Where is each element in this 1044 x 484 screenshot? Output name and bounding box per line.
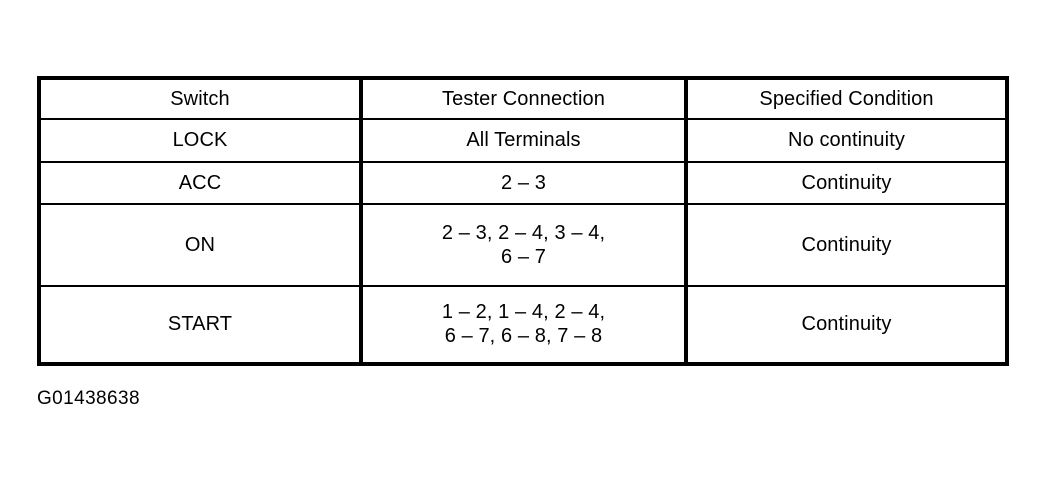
cell-tester-on: 2 – 3, 2 – 4, 3 – 4, 6 – 7	[359, 203, 688, 287]
cell-tester-acc: 2 – 3	[359, 160, 688, 206]
cell-condition-acc: Continuity	[684, 160, 1007, 206]
column-header-tester-connection: Tester Connection	[359, 78, 688, 120]
cell-switch-start: START	[39, 284, 363, 364]
column-header-specified-condition: Specified Condition	[684, 78, 1007, 120]
cell-condition-on: Continuity	[684, 203, 1007, 287]
table-header-row: Switch Tester Connection Specified Condi…	[39, 78, 1007, 120]
table-row: START 1 – 2, 1 – 4, 2 – 4, 6 – 7, 6 – 8,…	[39, 284, 1007, 364]
cell-tester-lock: All Terminals	[359, 118, 688, 163]
table-row: ON 2 – 3, 2 – 4, 3 – 4, 6 – 7 Continuity	[39, 203, 1007, 287]
column-header-switch: Switch	[39, 78, 363, 120]
ignition-switch-continuity-table: Switch Tester Connection Specified Condi…	[37, 76, 1009, 366]
table-row: ACC 2 – 3 Continuity	[39, 160, 1007, 206]
cell-switch-acc: ACC	[39, 160, 363, 206]
cell-switch-lock: LOCK	[39, 118, 363, 163]
cell-condition-lock: No continuity	[684, 118, 1007, 163]
cell-switch-on: ON	[39, 203, 363, 287]
table-row: LOCK All Terminals No continuity	[39, 118, 1007, 163]
figure-caption: G01438638	[37, 388, 140, 409]
cell-condition-start: Continuity	[684, 284, 1007, 364]
cell-tester-start: 1 – 2, 1 – 4, 2 – 4, 6 – 7, 6 – 8, 7 – 8	[359, 284, 688, 364]
